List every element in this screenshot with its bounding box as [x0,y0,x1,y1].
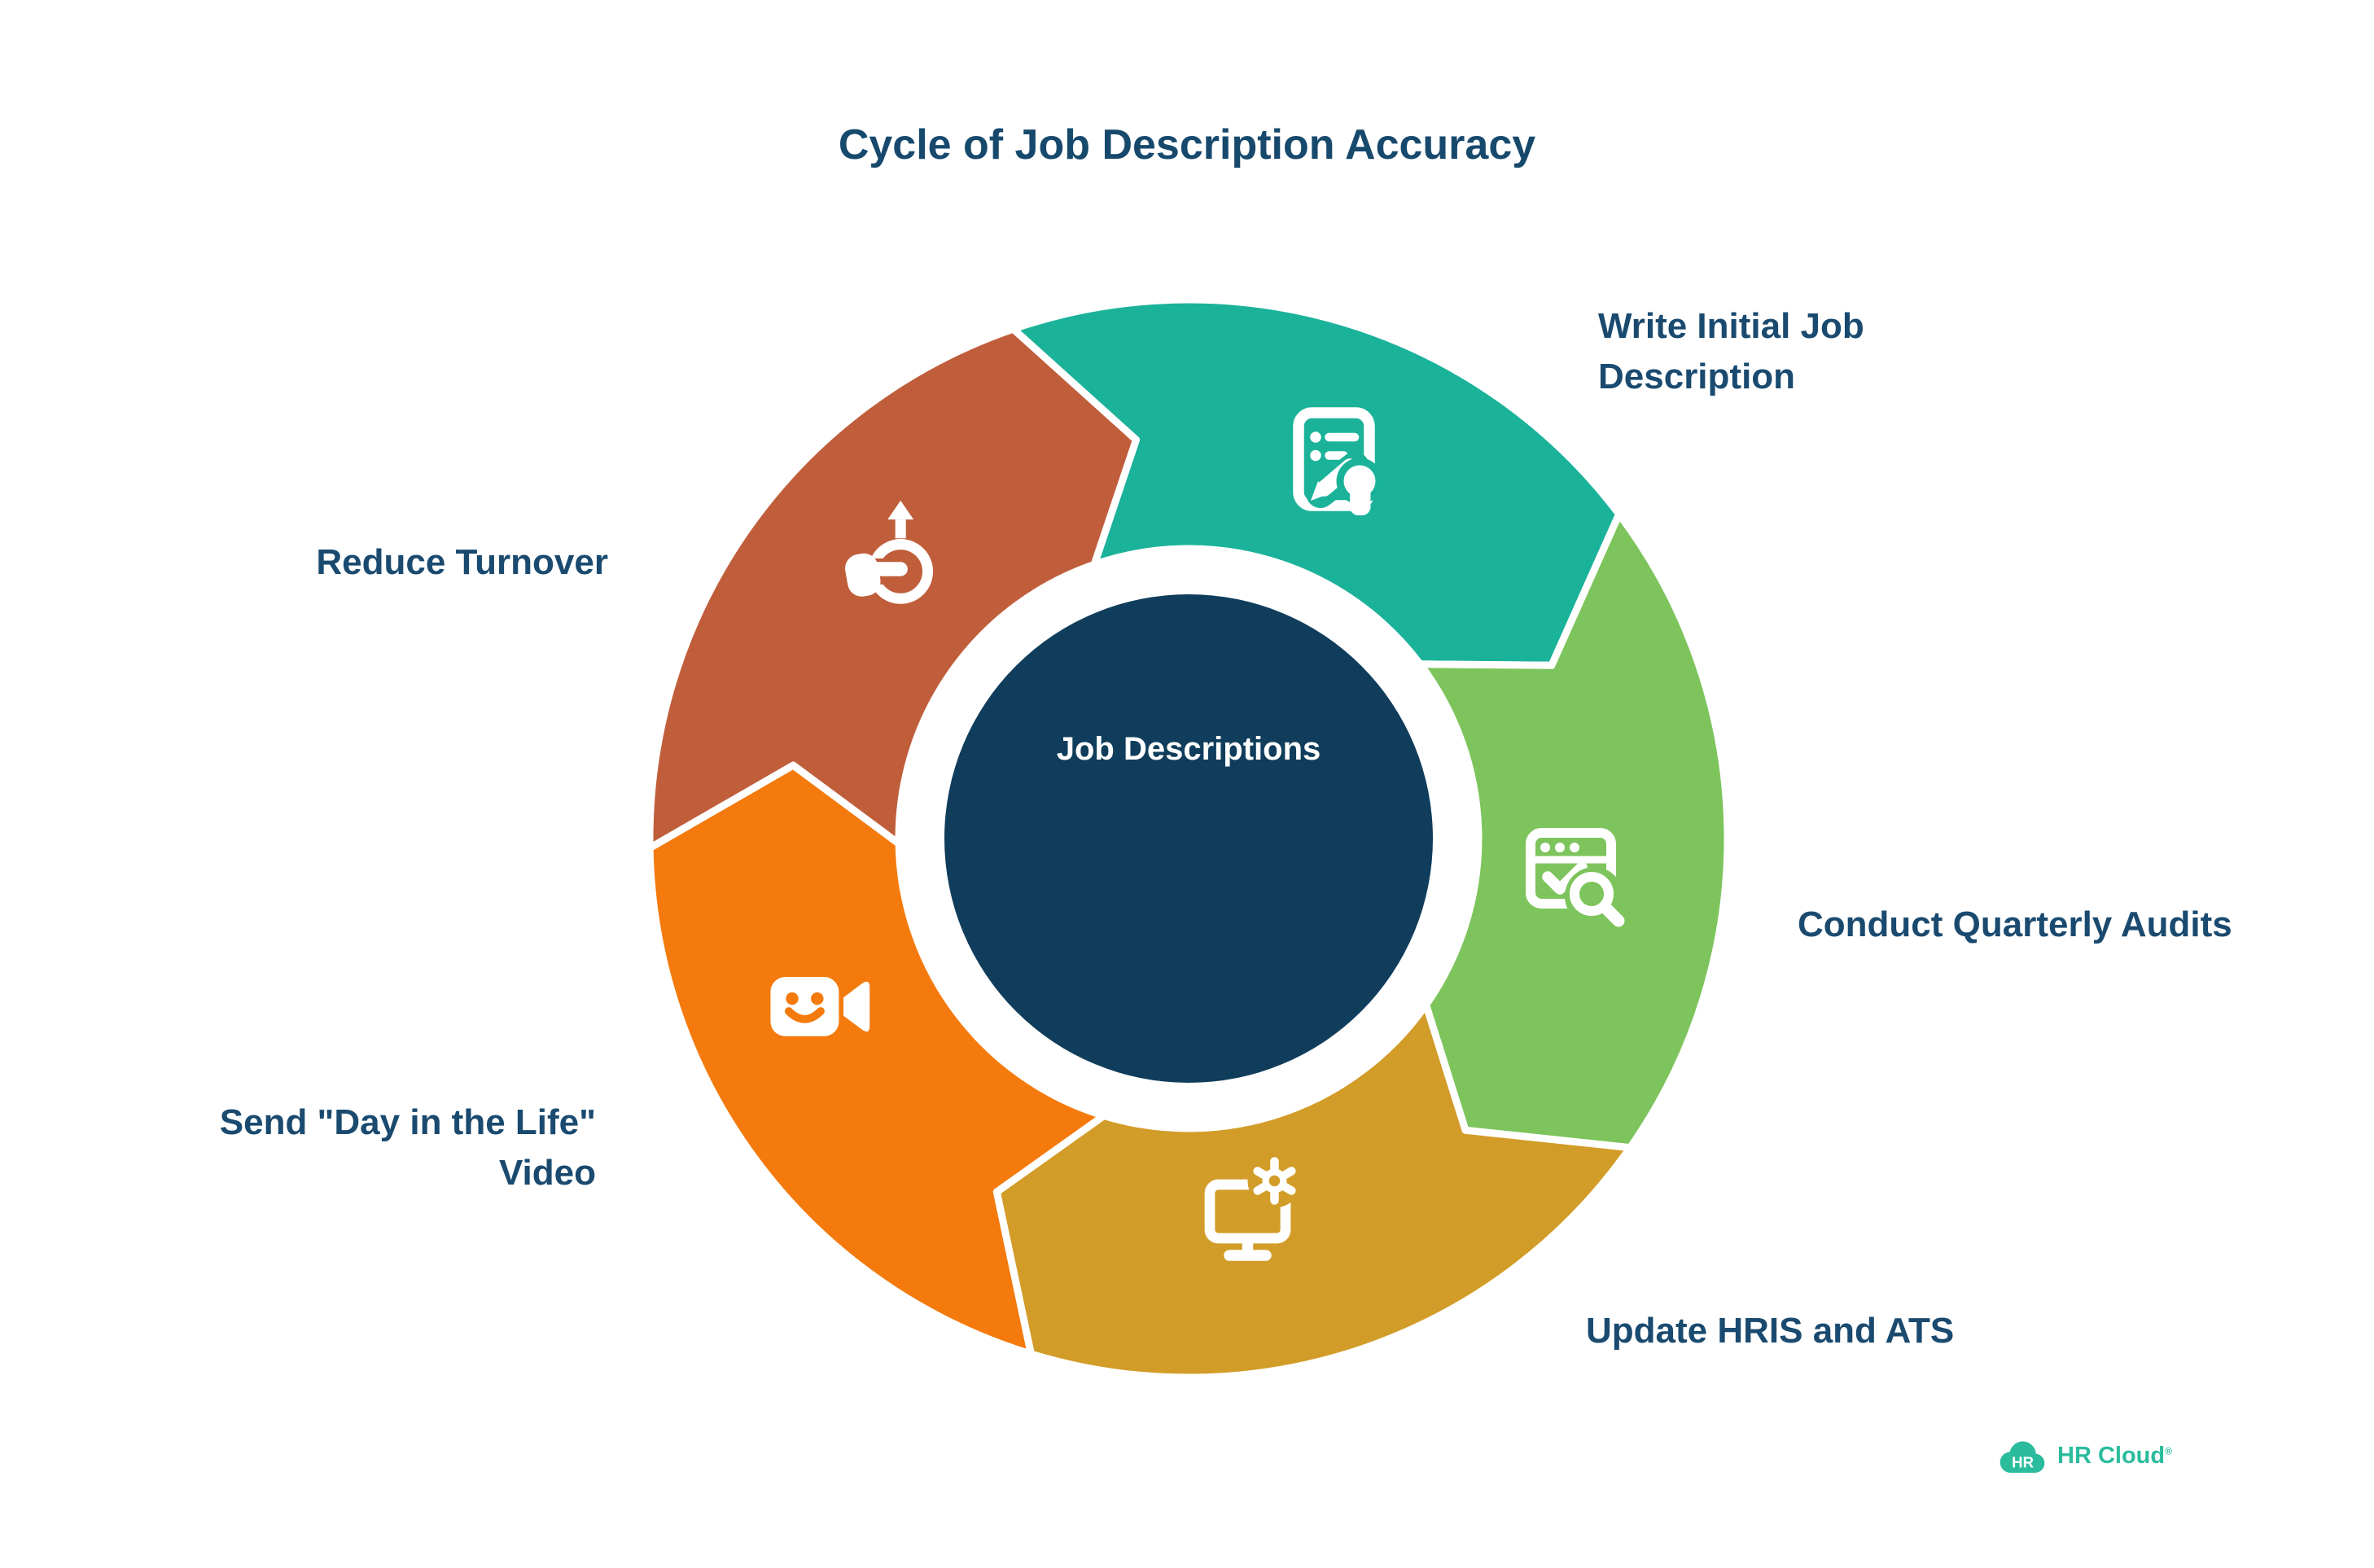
document-pen-icon [1293,407,1383,515]
segment-reduce [646,325,1140,852]
hr-cloud-logo: HR HR Cloud® [1996,1435,2172,1476]
video-camera-smiley-icon [770,977,870,1036]
segment-label-send-day-in-the-life-video: Send "Day in the Life" Video [219,1102,596,1193]
segment-label-write-initial-job-description: Write Initial Job Description [1598,306,1864,396]
segment-update [992,1001,1634,1382]
segment-label-reduce-turnover: Reduce Turnover [316,542,608,582]
browser-check-search-icon [1526,828,1625,927]
monitor-gear-icon [1204,1154,1302,1261]
page-title: Cycle of Job Description Accuracy [838,121,1536,169]
segment-label-conduct-quarterly-audits: Conduct Quarterly Audits [1798,904,2232,944]
hr-cloud-logo-text: HR Cloud® [2057,1442,2172,1469]
segment-send [646,761,1108,1358]
registered-mark: ® [2165,1444,2172,1456]
center-hub-label: Job Descriptions [1056,731,1321,767]
hr-badge-text: HR [2012,1454,2034,1471]
hand-cycle-arrow-icon [845,500,934,604]
center-hub-circle [944,594,1433,1083]
hr-cloud-badge-icon: HR [2000,1441,2045,1473]
segment-label-update-hris-and-ats: Update HRIS and ATS [1586,1311,1955,1351]
